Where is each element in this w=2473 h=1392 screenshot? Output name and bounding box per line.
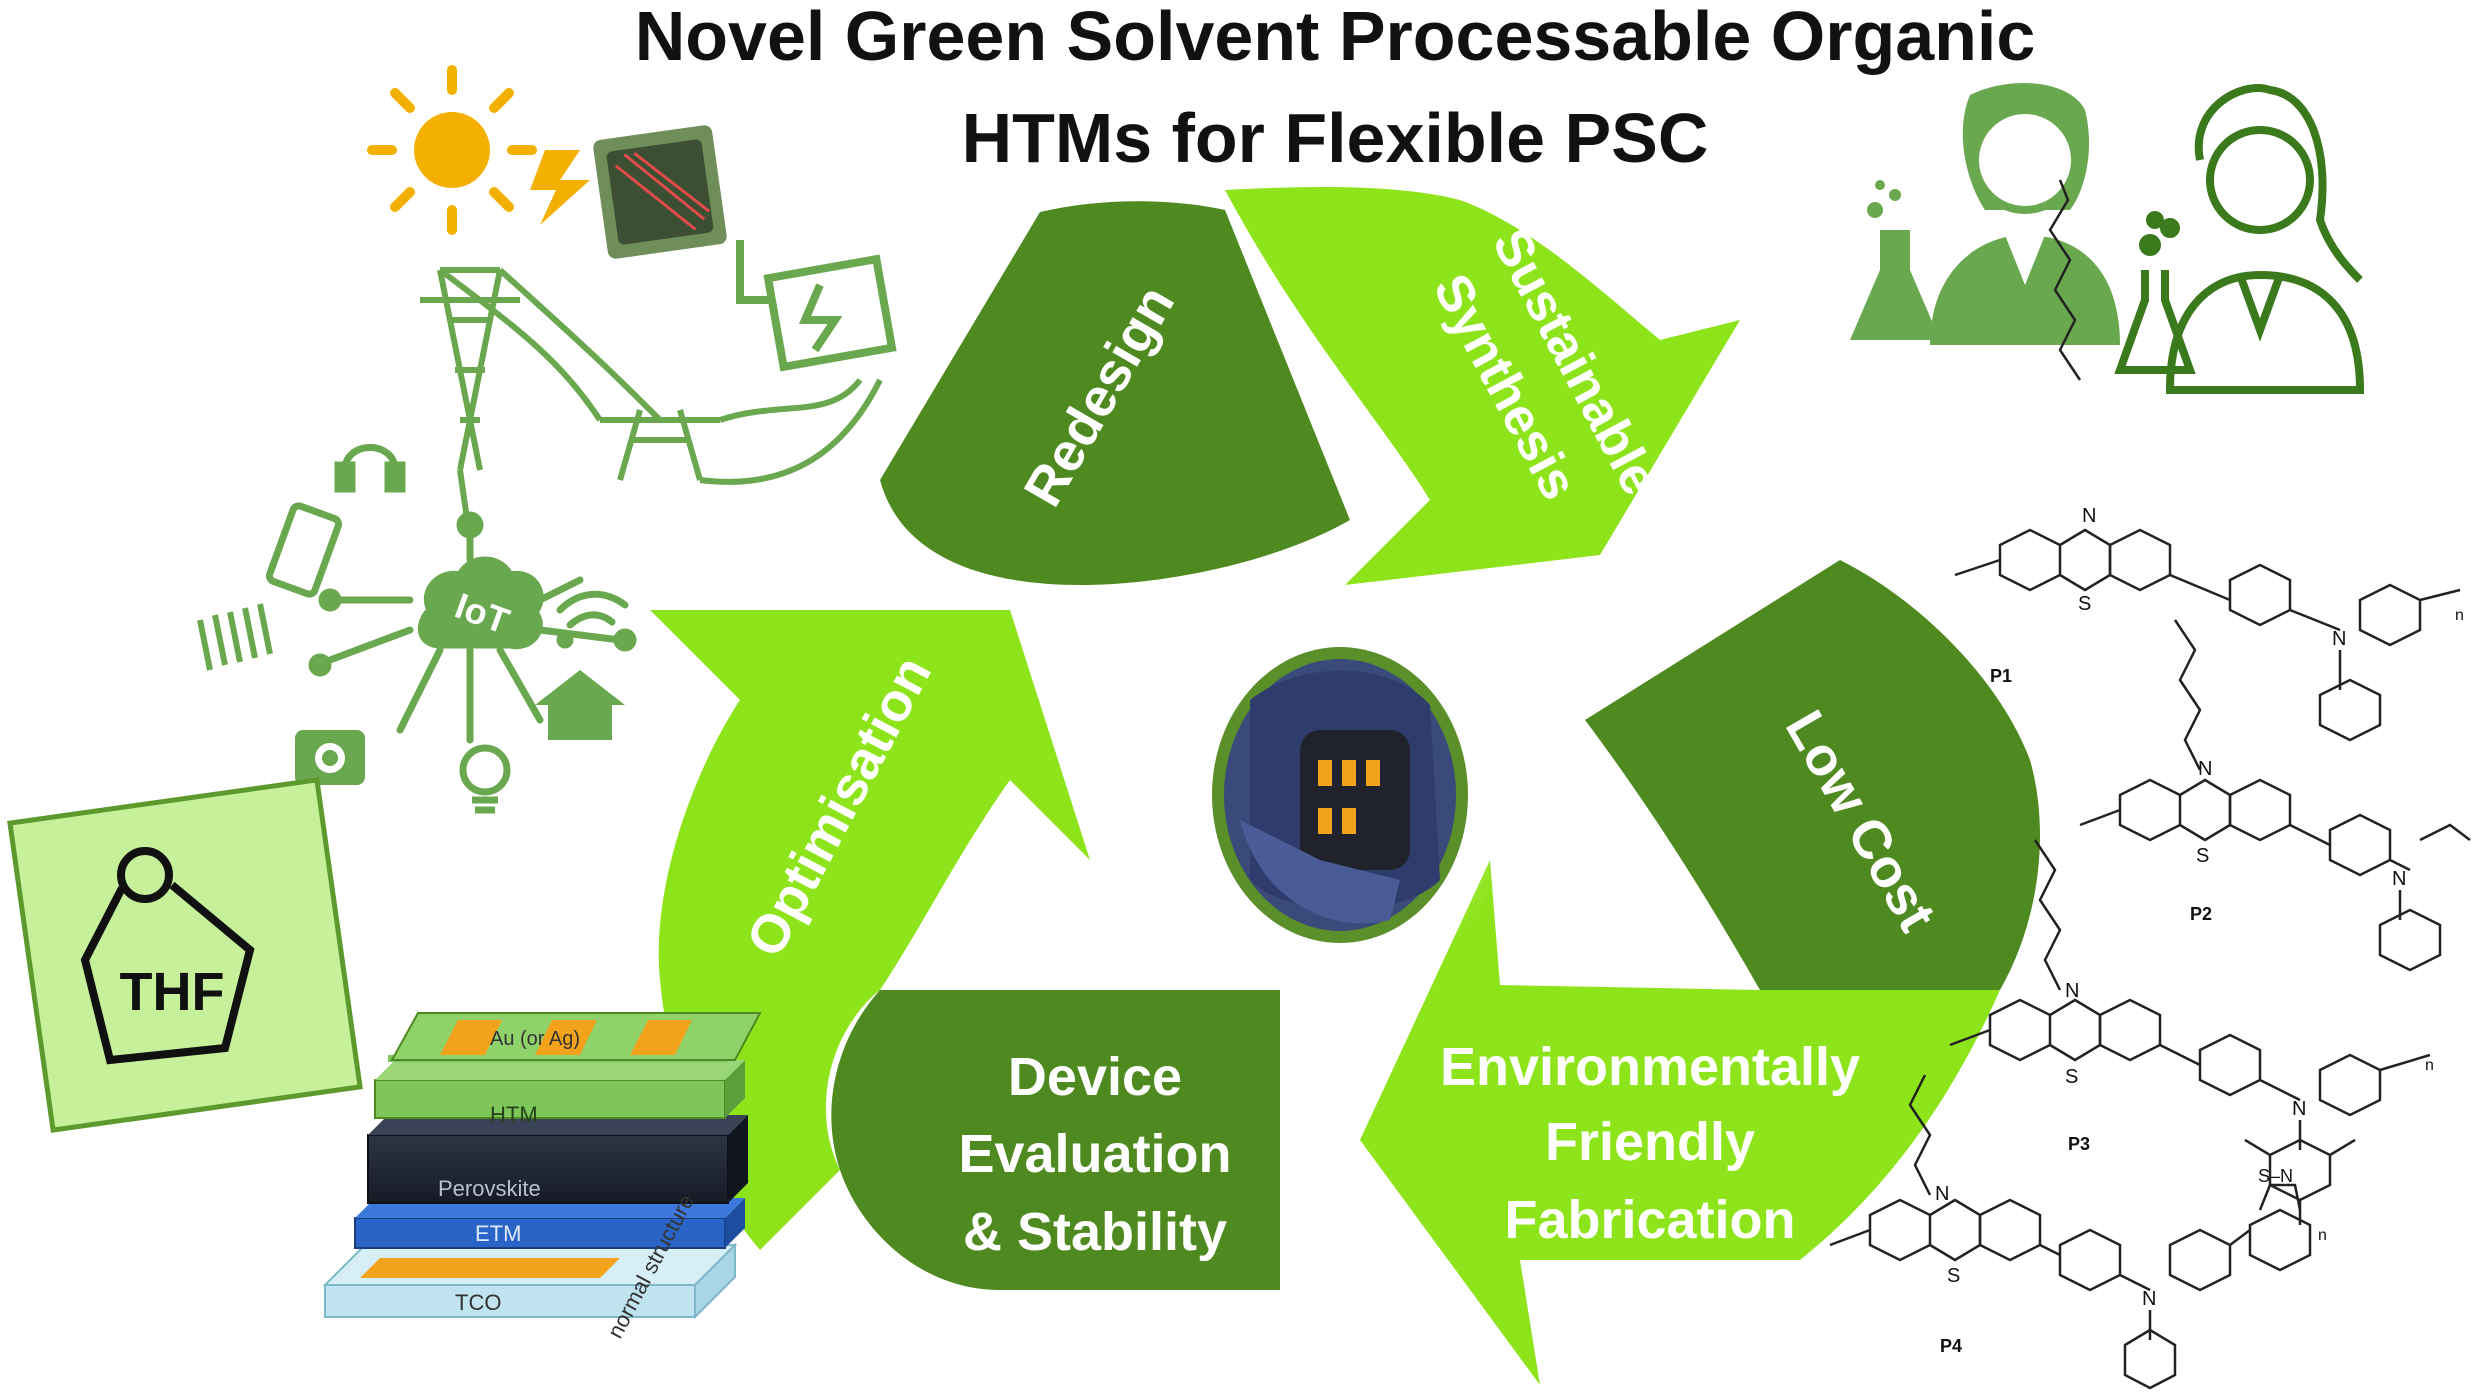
p3-n-atom: N — [2065, 980, 2079, 1002]
p1-n-amine: N — [2332, 628, 2346, 650]
stability-label: & Stability — [963, 1202, 1227, 1262]
p2-s-atom: S — [2196, 845, 2209, 867]
p1-label: P1 — [1990, 666, 2012, 686]
camera-icon — [295, 730, 365, 785]
barcode-icon — [197, 603, 273, 671]
polymer-p2-structure — [2079, 619, 2471, 972]
polymer-structures — [1829, 179, 2471, 1390]
thf-label: THF — [120, 962, 225, 1022]
smartphone-icon — [265, 502, 343, 598]
p2-n-atom: N — [2198, 758, 2212, 780]
p4-n-atom: N — [1935, 1183, 1949, 1205]
polymer-p1-structure — [1954, 179, 2461, 742]
flexible-solar-cell-photo — [593, 125, 727, 259]
evaluation-label: Evaluation — [958, 1124, 1231, 1184]
fabrication-label: Fabrication — [1504, 1190, 1795, 1250]
device-stack-diagram: TCO ETM Perovskite HTM Au (or Ag) normal… — [322, 1012, 762, 1342]
transmission-tower-icon — [420, 267, 663, 471]
p3-s-atom: S — [2065, 1066, 2078, 1088]
p3-label: P3 — [2068, 1134, 2090, 1154]
p4-label: P4 — [1940, 1336, 1962, 1356]
p4-btd-atoms: S–N — [2258, 1166, 2293, 1186]
headphones-icon — [334, 444, 406, 493]
scientist-man-icon — [1850, 83, 2120, 345]
p4-n-amine: N — [2142, 1288, 2156, 1310]
home-icon — [535, 670, 625, 740]
scientist-woman-icon — [2114, 84, 2365, 394]
environmentally-friendly-arrow — [1360, 860, 2000, 1385]
iot-network-icon — [308, 511, 637, 744]
wifi-icon — [556, 590, 629, 649]
p2-n-amine: N — [2392, 868, 2406, 890]
environmentally-label: Environmentally — [1440, 1037, 1860, 1097]
title-line-1: Novel Green Solvent Processable Organic — [635, 0, 2036, 75]
redesign-arrow-segment — [880, 201, 1350, 585]
title-line-2: HTMs for Flexible PSC — [962, 99, 1709, 177]
p4-s-atom: S — [1947, 1265, 1960, 1287]
p4-repeat: n — [2318, 1227, 2327, 1244]
charging-battery-icon — [736, 240, 897, 372]
etm-label: ETM — [475, 1221, 521, 1246]
p3-n-amine: N — [2292, 1098, 2306, 1120]
tco-label: TCO — [455, 1290, 501, 1315]
flexible-device-photo — [1170, 630, 1510, 990]
transmission-tower-icon-2 — [457, 378, 883, 541]
cycle-diagram: Redesign Sustainable Synthesis Low Cost … — [650, 187, 2040, 1385]
perovskite-label: Perovskite — [438, 1176, 541, 1201]
low-cost-arrow-segment — [1585, 560, 2040, 990]
p1-n-atom: N — [2082, 505, 2096, 527]
sustainable-synthesis-arrow — [1225, 187, 1740, 585]
p3-repeat: n — [2425, 1057, 2434, 1074]
p1-repeat: n — [2455, 607, 2464, 624]
thf-solvent-box: THF — [7, 777, 363, 1133]
lightbulb-icon — [459, 744, 511, 814]
htm-label: HTM — [490, 1102, 538, 1127]
device-evaluation-arrow-segment — [831, 990, 1280, 1290]
electrode-label: Au (or Ag) — [490, 1028, 580, 1050]
p2-label: P2 — [2190, 904, 2212, 924]
polymer-p4-structure — [1829, 1074, 2312, 1390]
lightning-icon — [530, 150, 590, 225]
device-label: Device — [1008, 1047, 1182, 1107]
optimisation-arrow — [650, 610, 1090, 1250]
p1-s-atom: S — [2078, 593, 2091, 615]
sun-icon — [367, 65, 537, 235]
friendly-label: Friendly — [1545, 1112, 1755, 1172]
